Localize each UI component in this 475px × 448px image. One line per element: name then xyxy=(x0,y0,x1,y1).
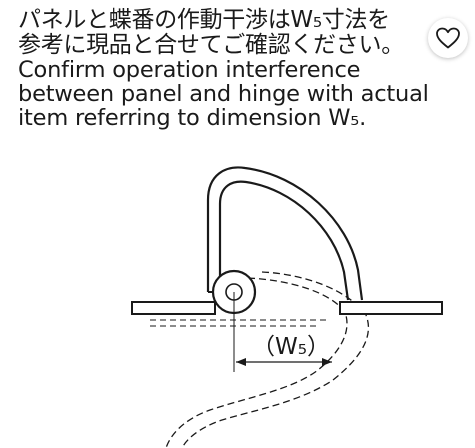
left-panel xyxy=(131,301,216,315)
hinge-arm-inner xyxy=(218,180,350,301)
notice-en-line-1: Confirm operation interference xyxy=(18,57,361,83)
dimension-arrow-right xyxy=(322,358,332,366)
panel-swing-path-outer xyxy=(181,271,370,448)
heart-outline-icon xyxy=(436,27,460,49)
notice-jp-line-1: パネルと蝶番の作動干渉はW₅寸法を xyxy=(18,7,390,33)
hinge-interference-diagram: （W₅） xyxy=(131,166,443,448)
notice-en-line-3: item referring to dimension W₅. xyxy=(18,105,367,131)
notice-jp-line-2: 参考に現品と合せてご確認ください。 xyxy=(18,32,404,58)
notice-en-line-2: between panel and hinge with actual xyxy=(18,81,429,107)
panel-swing-path xyxy=(165,277,348,448)
dimension-arrow-left xyxy=(236,358,246,366)
interference-notice: パネルと蝶番の作動干渉はW₅寸法を 参考に現品と合せてご確認ください。 Conf… xyxy=(18,7,429,131)
dimension-w5-label: （W₅） xyxy=(252,334,330,360)
hinge-arm-outer xyxy=(206,166,364,301)
favorite-button[interactable] xyxy=(428,18,468,58)
right-panel xyxy=(339,301,443,315)
